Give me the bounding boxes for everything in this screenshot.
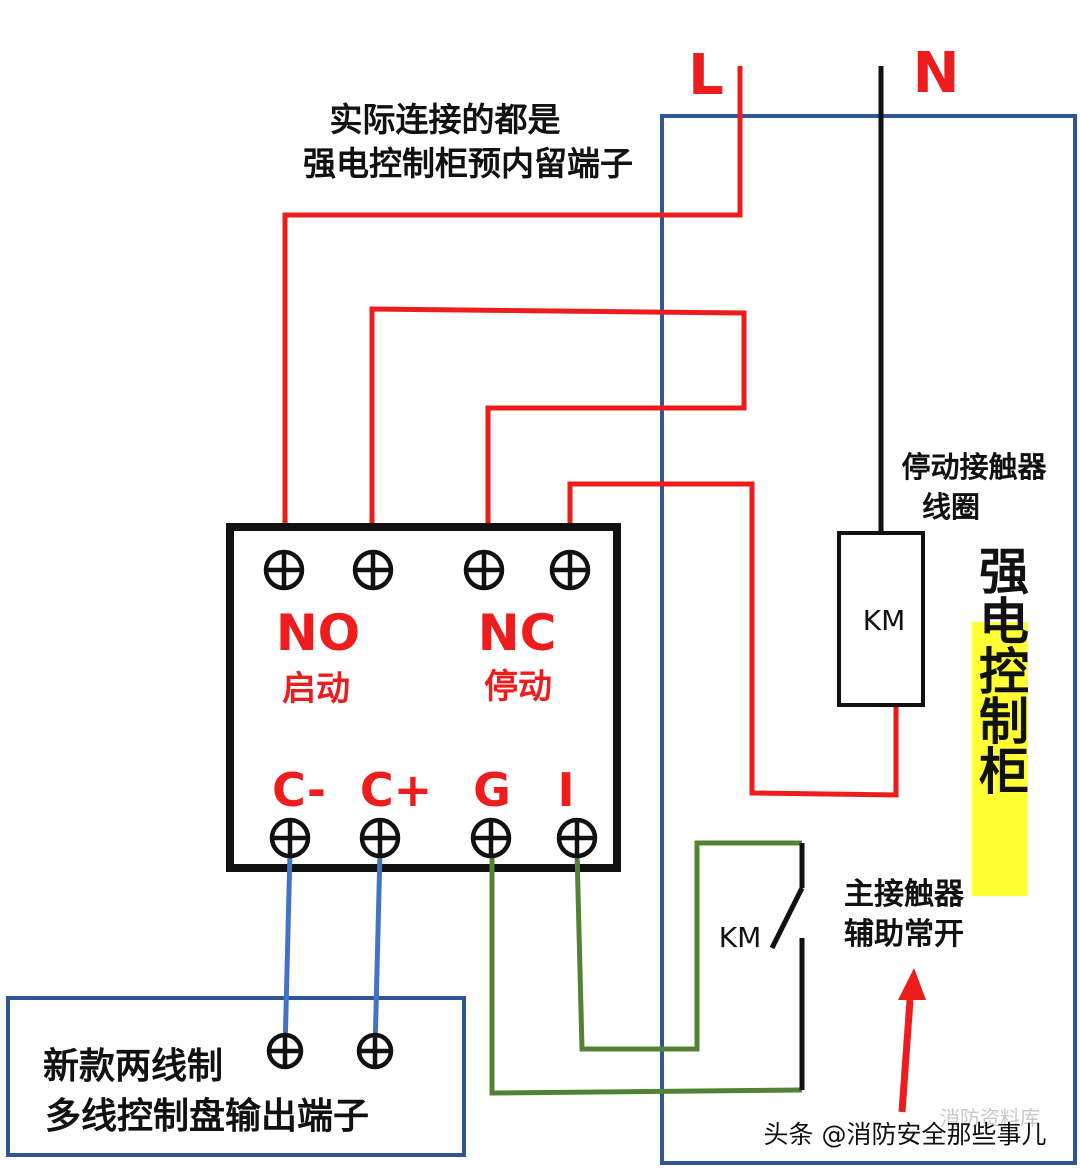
red-wires: [282, 66, 899, 798]
cabinet-title-highlight: [972, 622, 1028, 896]
terminal-icon: [549, 549, 591, 591]
watermark-text: 头条 @消防安全那些事儿: [764, 1120, 1047, 1149]
terminal-icon: [356, 1032, 394, 1070]
no-label: 启动: [282, 669, 350, 709]
wire-g: [489, 852, 803, 1096]
aux-caption-line2: 辅助常开: [844, 917, 964, 952]
cabinet-border: [660, 114, 1077, 1165]
wire-nc2-to-coil: [567, 481, 899, 798]
coil-box: [837, 531, 925, 707]
aux-contact-label: KM: [719, 921, 762, 954]
wire-c-plus: [372, 851, 383, 1051]
blue-wires: [282, 851, 383, 1051]
arrow-icon: [898, 968, 926, 1113]
terminal-c-minus-label: C-: [272, 763, 326, 817]
terminal-icon: [359, 817, 401, 859]
coil-caption-line2: 线圈: [922, 490, 980, 524]
terminal-icon: [269, 817, 311, 859]
terminal-icon: [556, 817, 598, 859]
terminal-icon: [470, 817, 512, 859]
panel-line2: 多线控制盘输出端子: [45, 1095, 369, 1137]
terminal-g-label: G: [473, 763, 511, 817]
wire-no2-to-nc1: [369, 306, 747, 555]
note-line1: 实际连接的都是: [330, 100, 561, 139]
no-code: NO: [276, 604, 360, 662]
aux-caption-line1: 主接触器: [844, 877, 965, 912]
coil-label: KM: [863, 604, 906, 637]
terminals: [263, 549, 598, 1070]
neutral-label: N: [913, 41, 960, 106]
terminal-i-label: I: [557, 763, 574, 817]
terminal-icon: [266, 1032, 304, 1070]
nc-code: NC: [478, 604, 557, 662]
watermark-faint: 消防资料库: [940, 1106, 1040, 1130]
terminal-icon: [352, 549, 394, 591]
terminal-c-plus-label: C+: [360, 763, 432, 817]
panel-line1: 新款两线制: [43, 1046, 223, 1087]
coil-caption-line1: 停动接触器: [901, 450, 1047, 484]
terminal-icon: [263, 549, 305, 591]
nc-label: 停动: [484, 667, 552, 707]
line-label: L: [688, 43, 724, 108]
wire-l-to-no1: [282, 66, 743, 555]
aux-contact-symbol: [769, 843, 805, 1090]
panel-border: [6, 996, 466, 1157]
terminal-icon: [463, 549, 505, 591]
note-line2: 强电控制柜预内留端子: [303, 144, 633, 183]
wire-i: [574, 840, 802, 1052]
green-wires: [489, 840, 803, 1096]
wire-c-minus: [282, 851, 293, 1051]
cabinet-title: 强电控制柜: [971, 545, 1029, 795]
